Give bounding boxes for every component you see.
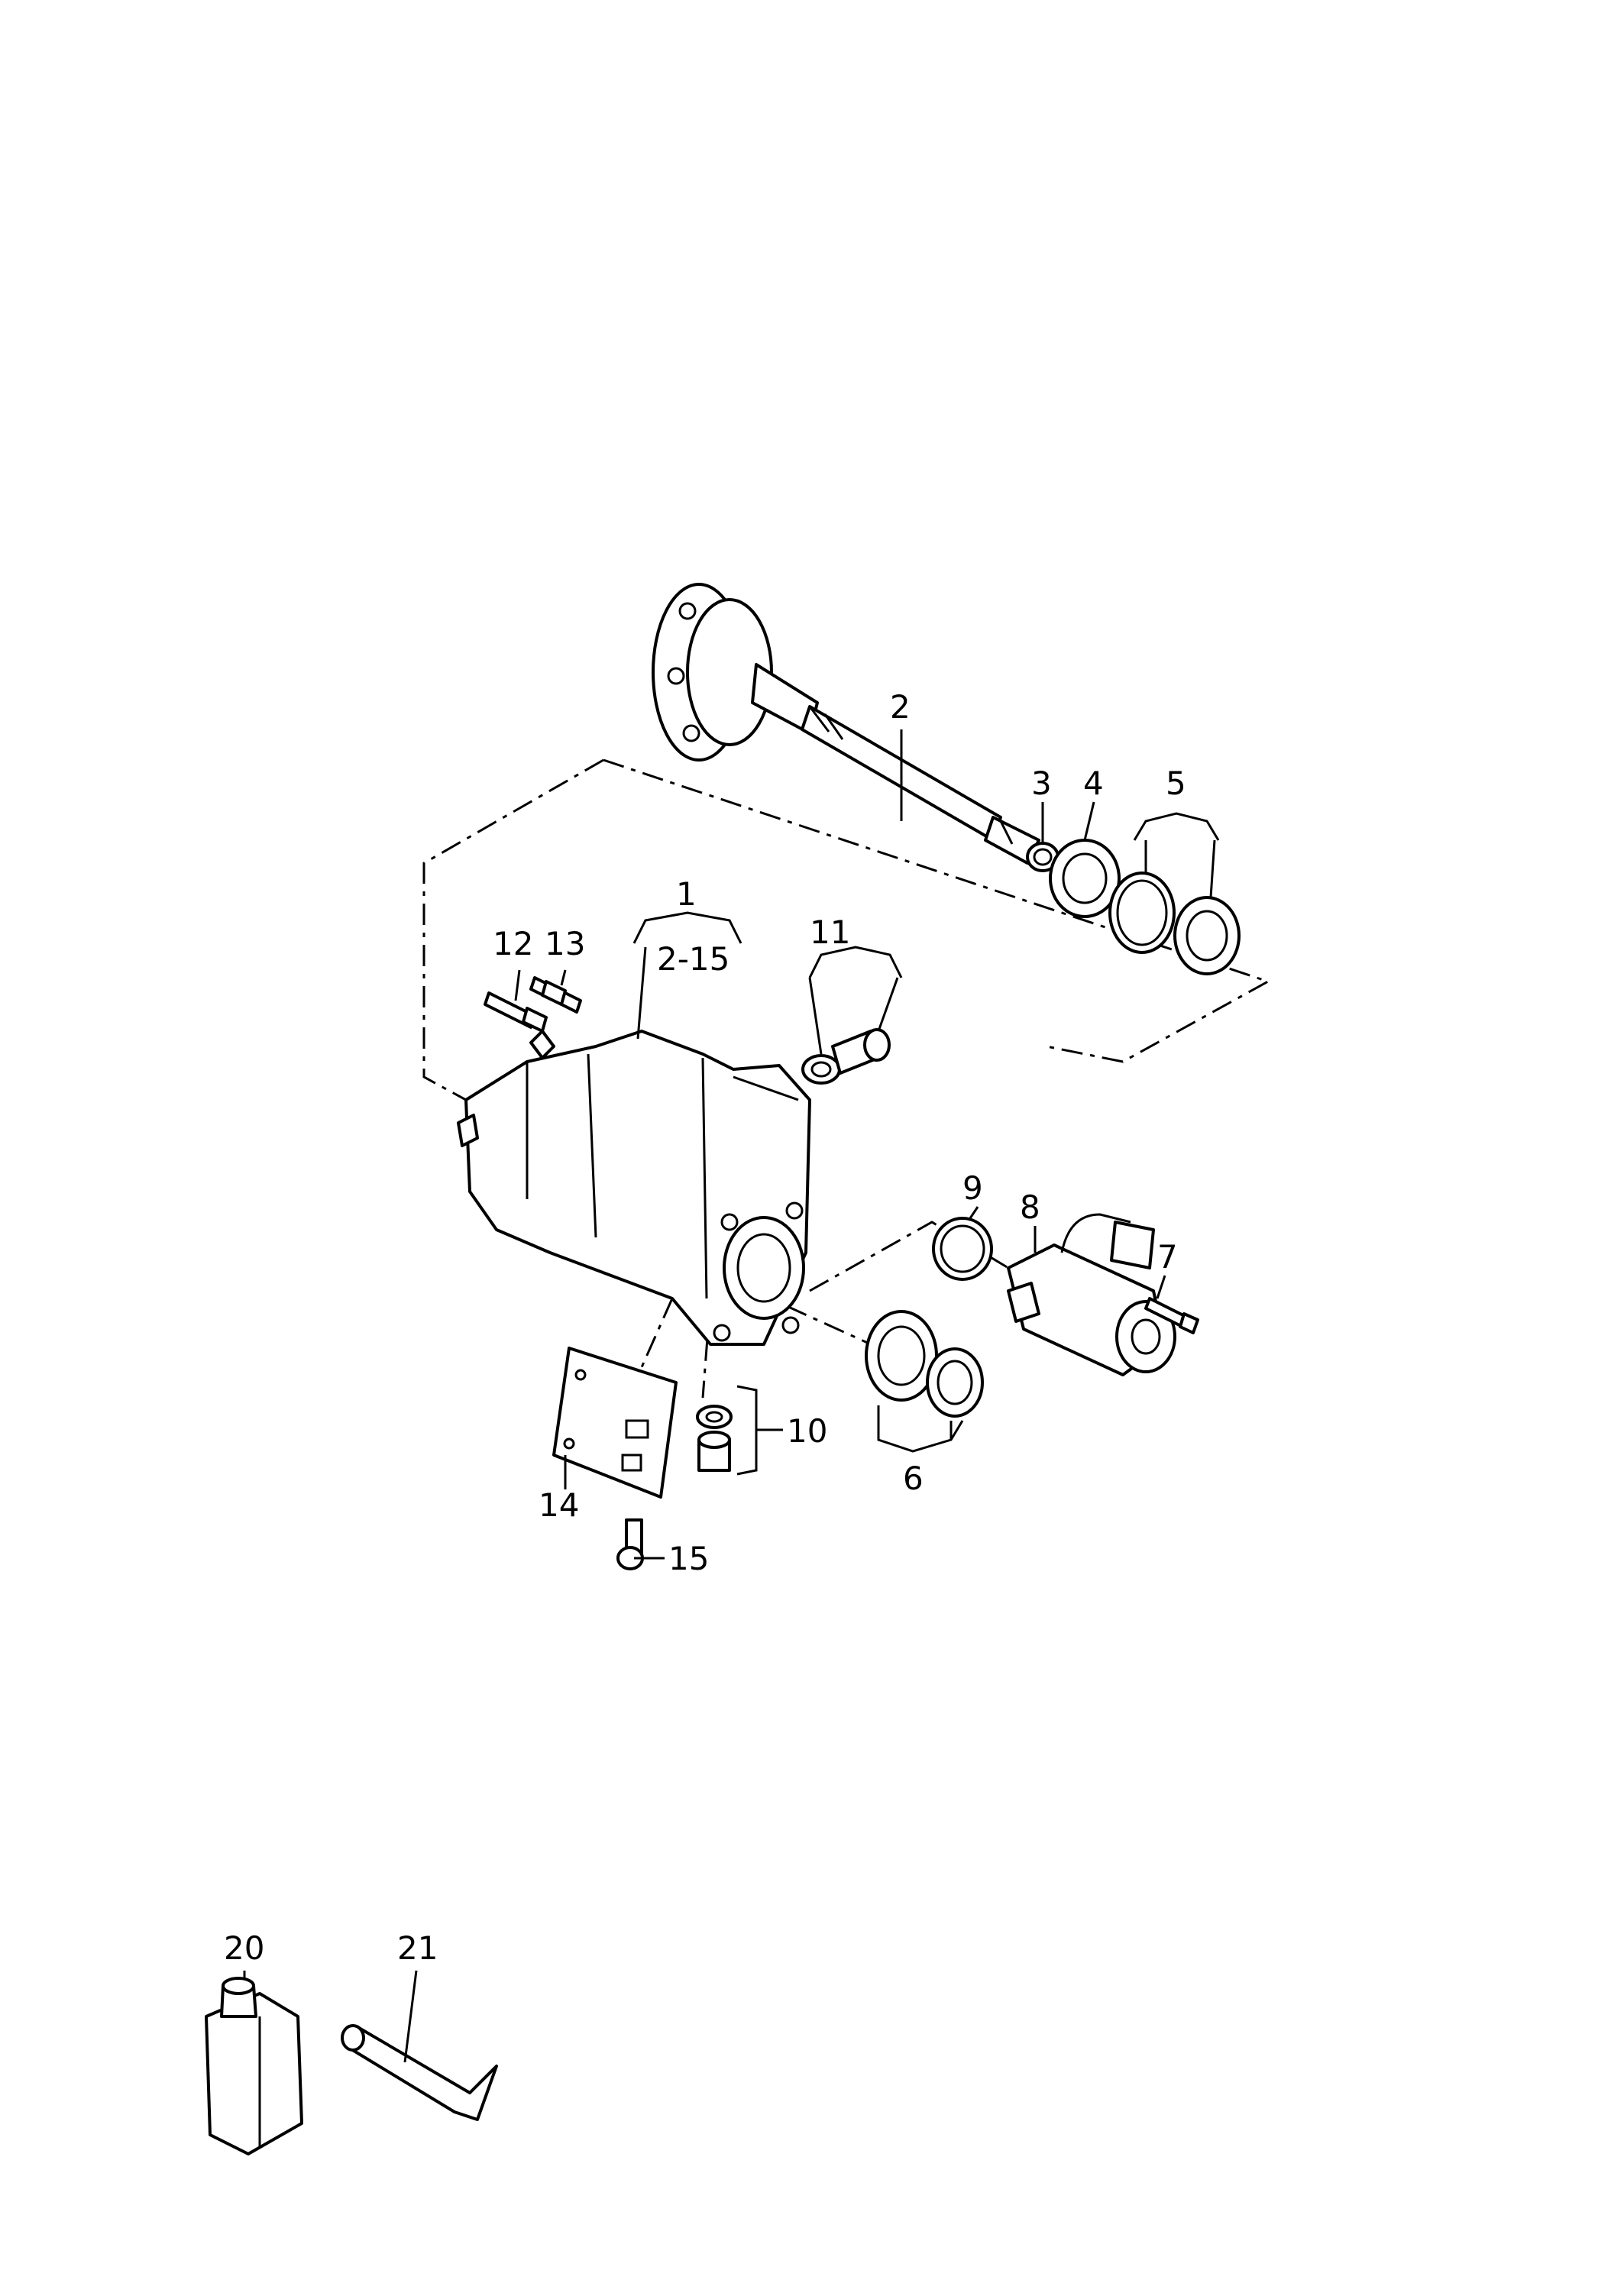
callout-13: 13 [545, 925, 585, 962]
callout-14: 14 [539, 1486, 579, 1524]
seal-pair-part [865, 1310, 984, 1418]
plug-seal-part [801, 1028, 891, 1085]
bolt-part [529, 976, 582, 1014]
callout-3: 3 [1031, 765, 1052, 802]
ring-seal-pair [1108, 872, 1241, 975]
callout-8: 8 [1020, 1188, 1040, 1226]
screw-part [1144, 1297, 1199, 1334]
o-ring-part [932, 1217, 993, 1281]
callout-6: 6 [903, 1460, 924, 1497]
callout-10: 10 [787, 1412, 827, 1450]
leader-lines [243, 729, 1220, 2063]
bolt-15-part [616, 1518, 644, 1570]
callout-12: 12 [493, 925, 533, 962]
callout-1-range: 2-15 [657, 940, 730, 978]
grease-tube-part [341, 2024, 498, 2121]
callout-20: 20 [224, 1929, 264, 1967]
callout-21: 21 [397, 1929, 438, 1967]
callout-4: 4 [1083, 765, 1104, 802]
assembly-guide-lines [422, 758, 1271, 1399]
callout-9: 9 [962, 1169, 983, 1207]
callout-2: 2 [890, 688, 911, 726]
callout-11: 11 [810, 914, 850, 951]
transfer-housing [457, 1030, 811, 1346]
oil-bottle-part [205, 1977, 303, 2155]
callout-1: 1 [676, 875, 697, 913]
control-unit-part [552, 1347, 678, 1499]
callout-5: 5 [1166, 765, 1186, 802]
callout-7: 7 [1157, 1238, 1178, 1276]
drain-plug-part [696, 1405, 733, 1472]
callout-15: 15 [668, 1540, 709, 1577]
actuator-motor-part [1007, 1213, 1176, 1376]
stud-bolt-part [484, 991, 548, 1033]
callout-labels: 2 3 4 5 1 2-15 12 13 11 9 8 7 10 6 14 15… [224, 688, 1186, 1967]
seal-part [1049, 839, 1121, 918]
flange-shaft-part [652, 583, 1040, 865]
